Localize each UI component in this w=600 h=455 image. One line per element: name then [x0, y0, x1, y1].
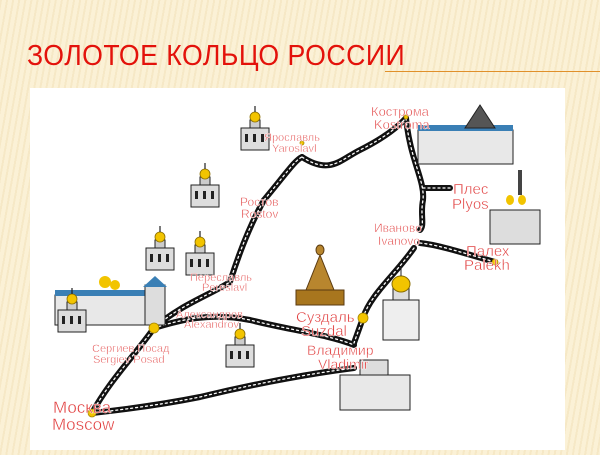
landmark-buildings [54, 104, 541, 411]
kostroma-monastery-icon [417, 104, 514, 165]
vladimir-church-icon [382, 266, 420, 341]
svg-text:Moscow: Moscow [52, 415, 115, 434]
svg-text:Ростов: Ростов [240, 195, 279, 209]
svg-text:Sergiev Posad: Sergiev Posad [93, 354, 165, 366]
plyos-church-icon [489, 170, 541, 245]
road-rostov-yaroslavl [261, 154, 305, 203]
svg-text:Владимир: Владимир [307, 342, 374, 358]
rostov-kremlin-icon [190, 162, 220, 208]
suzdal-wooden-church-icon [295, 244, 345, 306]
svg-text:Иваново: Иваново [374, 221, 422, 235]
svg-text:Vladimir: Vladimir [318, 356, 369, 372]
svg-text:Суздаль: Суздаль [296, 309, 355, 326]
slide-title: ЗОЛОТОЕ КОЛЬЦО РОССИИ [27, 40, 406, 72]
roads [89, 115, 498, 416]
svg-text:Сергиев Посад: Сергиев Посад [92, 343, 170, 355]
svg-text:Кострома: Кострома [371, 104, 430, 119]
svg-text:Suzdal: Suzdal [301, 323, 347, 340]
svg-text:Палех: Палех [466, 243, 510, 260]
sergiev-lavra-icon [54, 276, 167, 333]
title-underline [385, 71, 600, 72]
svg-text:Плес: Плес [453, 181, 489, 198]
svg-text:Ivanovo: Ivanovo [378, 234, 420, 248]
svg-text:Ярославль: Ярославль [264, 132, 320, 144]
svg-text:Александров: Александров [176, 309, 243, 321]
svg-text:Москва: Москва [53, 398, 112, 417]
golden-gate-icon [339, 359, 411, 411]
svg-text:Переславль: Переславль [190, 272, 252, 284]
svg-text:Kostroma: Kostroma [374, 117, 430, 132]
svg-text:Pereslavl: Pereslavl [202, 282, 247, 294]
svg-text:Yaroslavl: Yaroslavl [272, 143, 316, 155]
pereslavl-church-icon-2 [185, 230, 215, 276]
city-dots [87, 114, 499, 418]
road-vladimir-moscow [89, 365, 357, 416]
svg-text:Alexandrov: Alexandrov [184, 319, 240, 331]
svg-text:Palekh: Palekh [464, 257, 510, 274]
svg-text:Rostov: Rostov [241, 207, 278, 221]
pereslavl-church-icon [145, 225, 175, 271]
svg-text:Plyos: Plyos [452, 196, 489, 213]
